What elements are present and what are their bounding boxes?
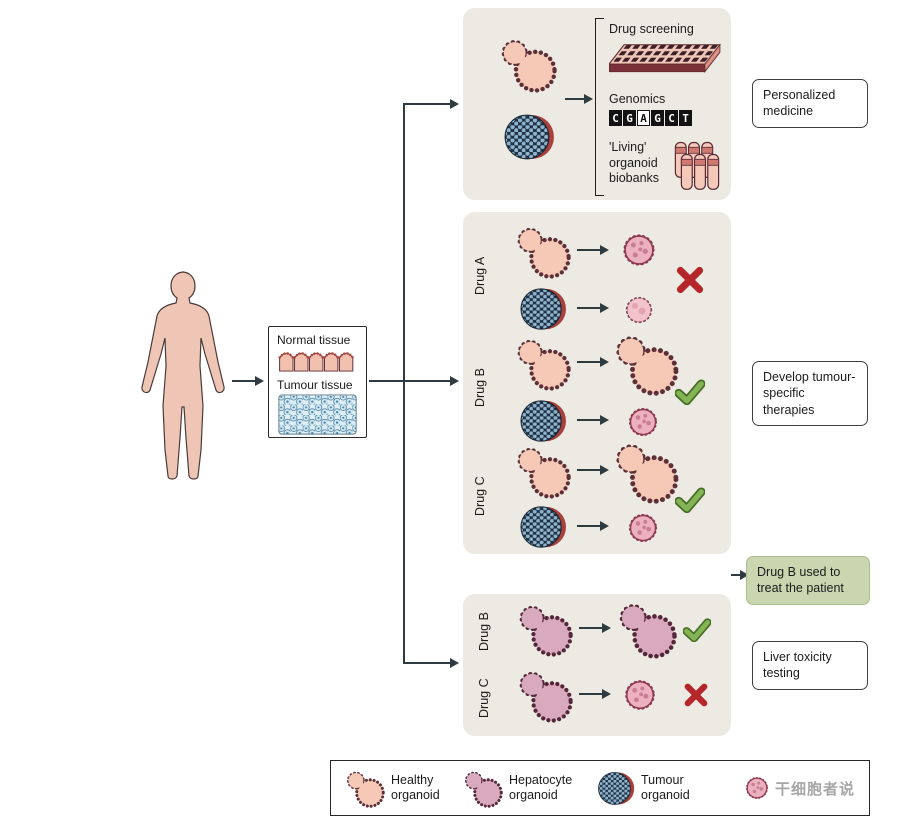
sequence-base: G <box>651 110 664 126</box>
legend-item-tumour: Tumour organoid <box>597 770 703 807</box>
sequence-base: T <box>679 110 692 126</box>
legend: Healthy organoid Hepatocyte organoid Tum… <box>330 760 870 816</box>
check-icon <box>675 379 705 405</box>
healthy-organoid-icon <box>515 224 571 279</box>
personalized-medicine-callout: Personalized medicine <box>752 79 868 128</box>
personalized-medicine-panel: Drug screening Genomics C G A G C T 'Liv… <box>463 8 731 200</box>
legend-label: Healthy organoid <box>391 773 440 802</box>
surviving-tumour-icon <box>625 296 653 324</box>
tumour-organoid-icon <box>520 288 567 330</box>
arrow-icon <box>579 623 611 633</box>
check-icon <box>675 487 705 513</box>
liver-toxicity-panel: Drug B Drug C <box>463 594 731 736</box>
multiwell-plate-icon <box>609 43 721 73</box>
tissue-sample-box: Normal tissue Tumour tissue <box>268 326 367 438</box>
tumour-organoid-icon <box>520 506 567 548</box>
cross-icon <box>675 265 705 295</box>
tumour-specific-callout: Develop tumour-specific therapies <box>752 361 868 426</box>
damaged-organoid-icon <box>619 230 659 270</box>
liver-toxicity-callout: Liver toxicity testing <box>752 641 868 690</box>
tumour-organoid-icon <box>504 114 555 160</box>
arrow-icon <box>577 415 609 425</box>
hepatocyte-organoid-icon <box>517 668 573 723</box>
connector-tissue-to-trunk <box>369 380 405 382</box>
drug-testing-panel: Drug A Drug B Drug C <box>463 212 731 554</box>
legend-item-hepatocyte: Hepatocyte organoid <box>463 769 583 808</box>
damaged-hepatocyte-icon <box>621 676 659 714</box>
sequence-base: G <box>623 110 636 126</box>
arrow-icon <box>577 357 609 367</box>
normal-tissue-icon <box>278 352 355 373</box>
tumour-organoid-icon <box>598 771 635 805</box>
genomics-label: Genomics <box>609 92 666 106</box>
check-icon <box>683 618 711 642</box>
arrow-to-middle-panel <box>403 376 459 386</box>
healthy-organoid-icon <box>346 771 385 808</box>
sequence-base: A <box>637 110 650 126</box>
arrow-patient-to-tissue <box>232 376 264 386</box>
tumour-organoid-icon <box>520 400 567 442</box>
drug-a-label: Drug A <box>473 256 487 296</box>
intact-organoid-icon <box>613 440 679 504</box>
healthy-organoid-icon <box>499 36 557 93</box>
legend-label: Tumour organoid <box>641 773 690 802</box>
tumour-tissue-label: Tumour tissue <box>277 378 353 392</box>
callout-text: Personalized medicine <box>763 88 836 119</box>
legend-item-healthy: Healthy organoid <box>345 769 449 808</box>
arrow-icon <box>579 689 611 699</box>
sequence-base: C <box>609 110 622 126</box>
uses-bracket <box>595 18 604 196</box>
killed-tumour-icon <box>625 404 661 440</box>
drug-c-label: Drug C <box>473 476 487 516</box>
intact-hepatocyte-icon <box>617 600 677 659</box>
normal-tissue-label: Normal tissue <box>277 333 351 347</box>
intact-organoid-icon <box>613 332 679 396</box>
drug-b-note-callout: Drug B used to treat the patient <box>746 556 870 605</box>
arrow-to-bottom-panel <box>403 658 459 668</box>
arrow-to-top-panel <box>403 99 459 109</box>
drug-screening-label: Drug screening <box>609 22 694 36</box>
arrow-icon <box>577 303 609 313</box>
drug-b-label: Drug B <box>477 612 491 652</box>
arrow-icon <box>577 521 609 531</box>
biobanks-label: 'Living' organoid biobanks <box>609 140 660 186</box>
callout-text: Liver toxicity testing <box>763 650 832 681</box>
watermark: 干细胞者说 <box>743 774 855 802</box>
legend-label: Hepatocyte organoid <box>509 773 573 802</box>
cell-logo-icon <box>746 777 768 799</box>
tumour-tissue-icon <box>278 394 357 435</box>
branch-trunk <box>403 104 405 664</box>
hepatocyte-organoid-icon <box>464 771 503 808</box>
sequence-base: C <box>665 110 678 126</box>
arrow-icon <box>577 465 609 475</box>
drug-b-label: Drug B <box>473 368 487 408</box>
arrow-icon <box>577 245 609 255</box>
biobank-tubes-icon <box>674 141 720 190</box>
killed-tumour-icon <box>625 510 661 546</box>
cross-icon <box>683 682 709 708</box>
callout-text: Develop tumour-specific therapies <box>763 370 856 417</box>
hepatocyte-organoid-icon <box>517 602 573 657</box>
healthy-organoid-icon <box>515 336 571 391</box>
arrow-organoids-to-uses <box>565 94 593 104</box>
dna-sequence: C G A G C T <box>609 110 692 126</box>
drug-c-label: Drug C <box>477 678 491 718</box>
arrow-to-drug-b-note <box>731 570 749 580</box>
healthy-organoid-icon <box>515 444 571 499</box>
watermark-text: 干细胞者说 <box>774 780 855 798</box>
callout-text: Drug B used to treat the patient <box>757 565 844 596</box>
patient-figure <box>141 271 225 480</box>
